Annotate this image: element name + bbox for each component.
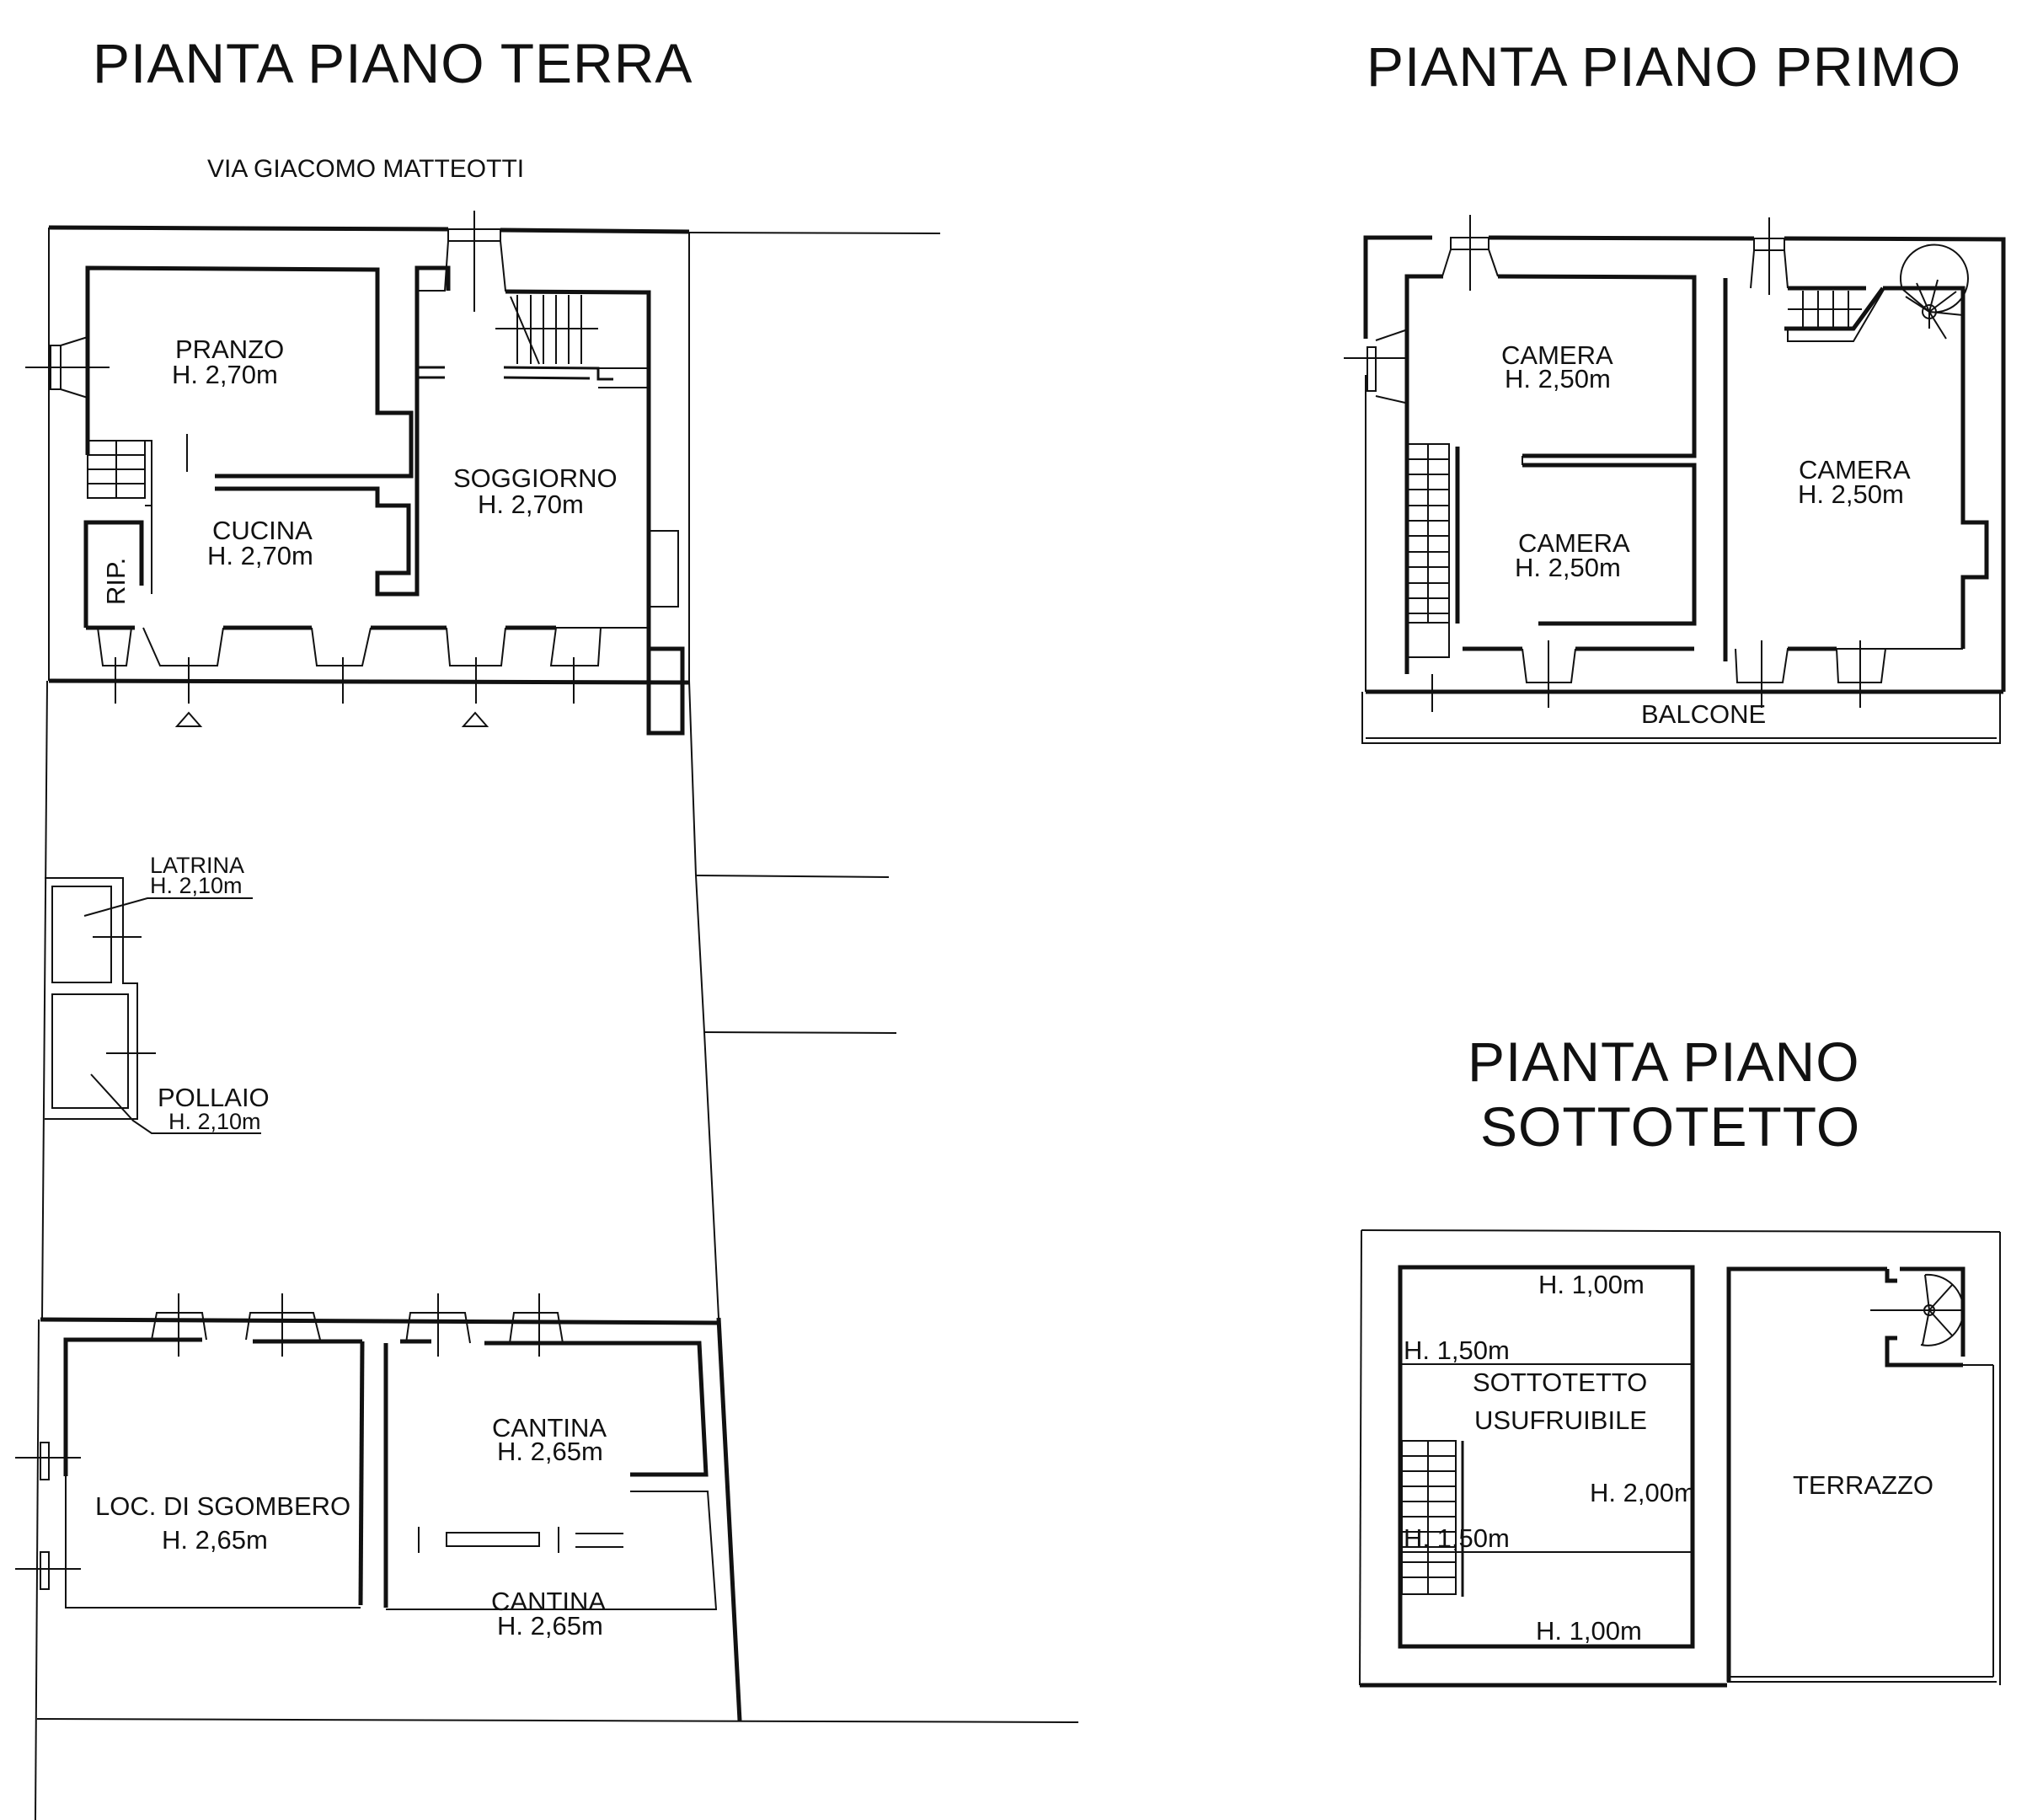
entrance-marker-icon (174, 711, 203, 727)
first-floor-title: PIANTA PIANO PRIMO (1366, 35, 1961, 98)
room-label-latrina: LATRINA (150, 853, 244, 878)
terrace-label: TERRAZZO (1793, 1470, 1933, 1500)
attic-height-bottom: H. 1,00m (1536, 1616, 1642, 1646)
attic-height-center: H. 2,00m (1590, 1478, 1696, 1507)
room-label-soggiorno: SOGGIORNO (453, 463, 618, 493)
room-label-sgombero: LOC. DI SGOMBERO (95, 1491, 350, 1521)
balcony-label: BALCONE (1641, 699, 1766, 729)
room-height-latrina: H. 2,10m (150, 873, 243, 898)
room-height-sgombero: H. 2,65m (162, 1525, 268, 1555)
first-floor-labels: CAMERA H. 2,50m CAMERA H. 2,50m CAMERA H… (1501, 340, 1911, 729)
street-name-label: VIA GIACOMO MATTEOTTI (207, 155, 524, 183)
room-label-ripostiglio: RIP. (101, 558, 131, 605)
attic-plan (1359, 1229, 2001, 1688)
room-height-cucina: H. 2,70m (207, 541, 313, 570)
attic-height-top: H. 1,00m (1538, 1270, 1645, 1299)
room-height-pranzo: H. 2,70m (172, 360, 278, 389)
room-label-camera-1: CAMERA (1501, 340, 1613, 370)
room-height-cantina-1: H. 2,65m (497, 1437, 603, 1466)
spiral-staircase-icon (1870, 1273, 1965, 1346)
ground-floor-plan (15, 211, 1079, 1820)
attic-labels: H. 1,00m H. 1,50m SOTTOTETTO USUFRUIBILE… (1404, 1270, 1933, 1646)
balcony-outline (1361, 692, 2001, 744)
attic-room-label-line1: SOTTOTETTO (1473, 1368, 1647, 1397)
ground-floor-title: PIANTA PIANO TERRA (93, 32, 693, 94)
room-height-cantina-2: H. 2,65m (497, 1611, 603, 1641)
attic-title-line1: PIANTA PIANO (1468, 1030, 1860, 1093)
room-label-cantina-1: CANTINA (492, 1413, 607, 1443)
attic-height-lower-mid: H. 1,50m (1404, 1523, 1510, 1553)
room-label-cantina-2: CANTINA (491, 1587, 606, 1616)
attic-height-upper-mid: H. 1,50m (1404, 1336, 1510, 1365)
room-height-pollaio: H. 2,10m (168, 1109, 261, 1134)
room-height-camera-1: H. 2,50m (1505, 364, 1611, 393)
attic-title-line2: SOTTOTETTO (1480, 1095, 1860, 1158)
room-height-camera-3: H. 2,50m (1798, 479, 1904, 509)
room-label-pollaio: POLLAIO (158, 1083, 270, 1112)
entrance-marker-icon (461, 711, 489, 727)
spiral-staircase-icon (1900, 244, 1969, 340)
room-label-camera-2: CAMERA (1518, 528, 1630, 558)
room-label-camera-3: CAMERA (1799, 455, 1911, 484)
room-label-cucina: CUCINA (212, 516, 313, 545)
ground-floor-labels: PRANZO H. 2,70m CUCINA H. 2,70m SOGGIORN… (95, 335, 618, 1641)
attic-room-label-line2: USUFRUIBILE (1474, 1405, 1647, 1435)
room-height-soggiorno: H. 2,70m (478, 490, 584, 519)
first-floor-plan (1344, 215, 2006, 744)
room-height-camera-2: H. 2,50m (1515, 553, 1621, 582)
room-label-pranzo: PRANZO (175, 335, 284, 364)
